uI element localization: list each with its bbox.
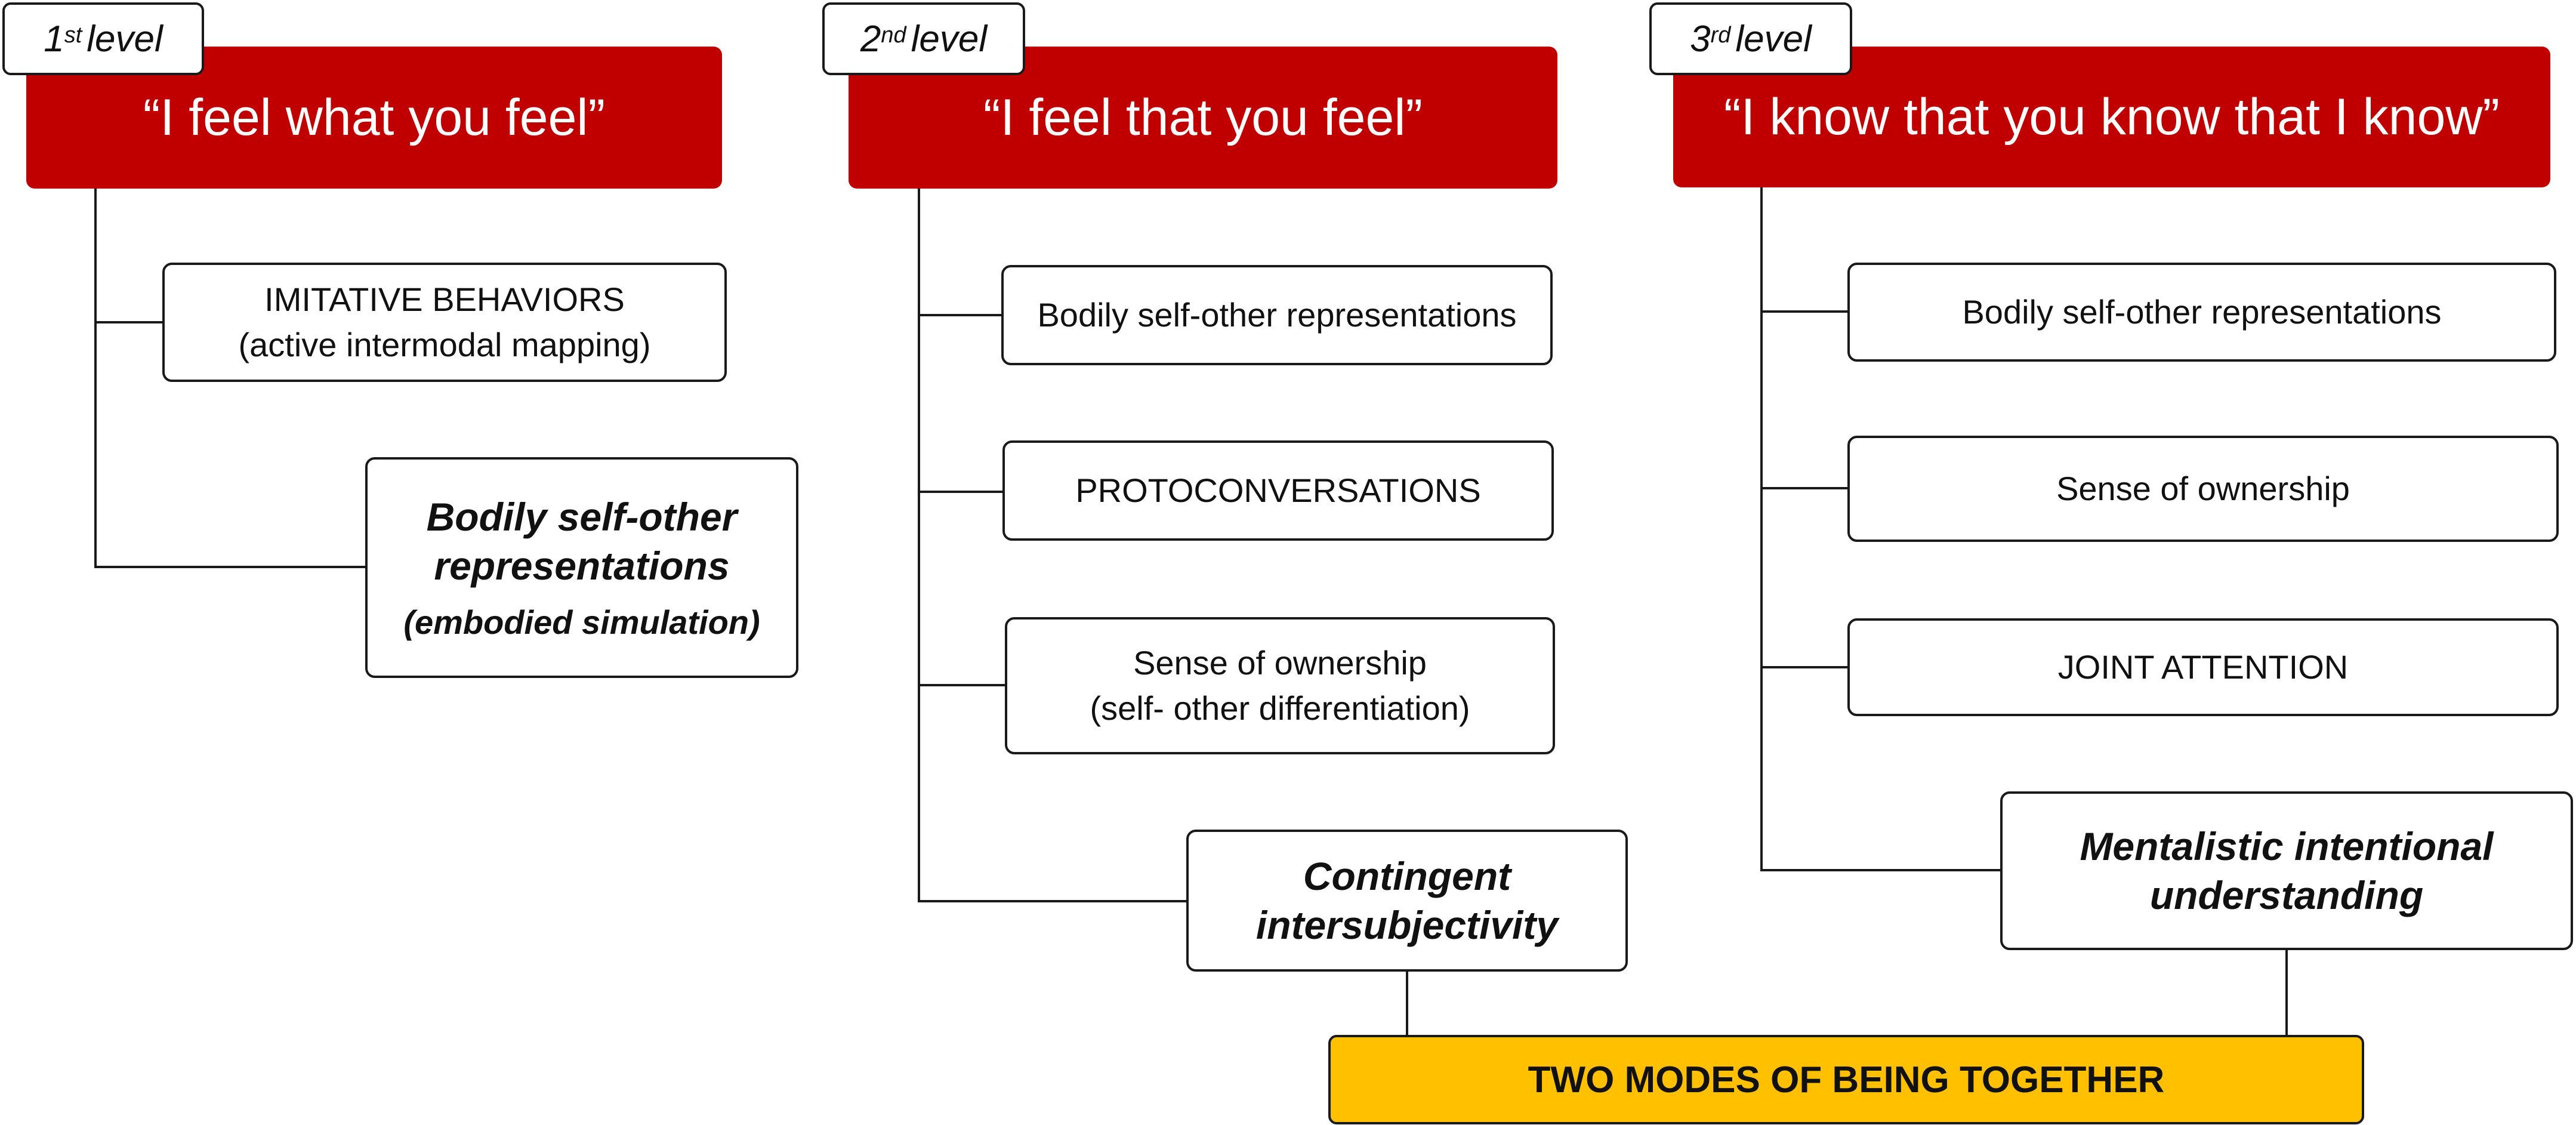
level3-header-text: “I know that you know that I know” [1723,88,2500,146]
level2-key-line2: intersubjectivity [1255,903,1559,947]
level3-connector-2 [1760,487,1849,489]
level3-box-bodily: Bodily self-other representations [1847,263,2556,362]
level1-key-box: Bodily self-other representations (embod… [365,457,798,678]
level1-box-imitative-line1: IMITATIVE BEHAVIORS [264,281,625,319]
level2-connector-4 [918,900,1187,902]
level1-connector-1 [94,321,163,323]
level2-box-ownership-line2: (self- other differentiation) [1090,689,1470,727]
level2-box-bodily: Bodily self-other representations [1001,265,1553,365]
level3-box-ownership-line1: Sense of ownership [2056,470,2350,508]
level2-box-protoconversations: PROTOCONVERSATIONS [1002,440,1554,541]
level3-tag-num: 3 [1690,18,1711,60]
level1-tag-word: level [87,18,163,60]
level3-tag-sup: rd [1710,22,1731,48]
level1-tag-num: 1 [44,18,64,60]
level3-connector-vertical [1760,187,1763,871]
level2-connector-1 [918,314,1002,316]
footer-label: TWO MODES OF BEING TOGETHER [1528,1059,2165,1101]
level2-box-bodily-line1: Bodily self-other representations [1037,296,1517,334]
level2-tag-num: 2 [860,18,881,60]
level2-tag-sup: nd [881,22,906,48]
level1-key-line3: (embodied simulation) [403,603,760,641]
footer-connector-right [2285,950,2288,1036]
level1-connector-vertical [94,189,97,568]
level2-box-ownership: Sense of ownership (self- other differen… [1005,617,1555,754]
level2-tag-word: level [911,18,988,60]
level3-connector-3 [1760,666,1849,668]
level3-connector-4 [1760,869,2001,871]
level1-box-imitative: IMITATIVE BEHAVIORS (active intermodal m… [162,263,727,382]
level3-key-box: Mentalistic intentional understanding [2000,791,2573,950]
level2-key-line1: Contingent [1303,853,1511,898]
level2-header-text: “I feel that you feel” [983,88,1423,146]
level3-box-joint-attention-line1: JOINT ATTENTION [2057,648,2349,686]
footer-connector-left [1406,972,1408,1036]
footer-box: TWO MODES OF BEING TOGETHER [1328,1035,2364,1124]
level1-key-line1: Bodily self-other [426,494,738,539]
level1-connector-2 [94,566,366,568]
level2-connector-3 [918,684,1006,686]
level3-box-joint-attention: JOINT ATTENTION [1847,618,2559,716]
level1-key-line2: representations [434,544,730,588]
level3-tag-word: level [1735,18,1812,60]
level2-box-protoconversations-line1: PROTOCONVERSATIONS [1075,471,1481,510]
level2-key-box: Contingent intersubjectivity [1186,830,1628,972]
level1-header: “I feel what you feel” [26,47,722,189]
level1-tag-sup: st [64,22,82,48]
level2-box-ownership-line1: Sense of ownership [1133,644,1427,682]
level1-header-text: “I feel what you feel” [143,88,606,146]
level3-box-bodily-line1: Bodily self-other representations [1962,293,2442,331]
level2-connector-vertical [918,189,920,902]
level3-box-ownership: Sense of ownership [1847,436,2559,542]
level1-box-imitative-line2: (active intermodal mapping) [238,326,651,363]
level3-key-line2: understanding [2149,873,2424,917]
level3-key-line1: Mentalistic intentional [2080,824,2494,868]
level3-connector-1 [1760,310,1849,313]
level2-connector-2 [918,491,1004,493]
